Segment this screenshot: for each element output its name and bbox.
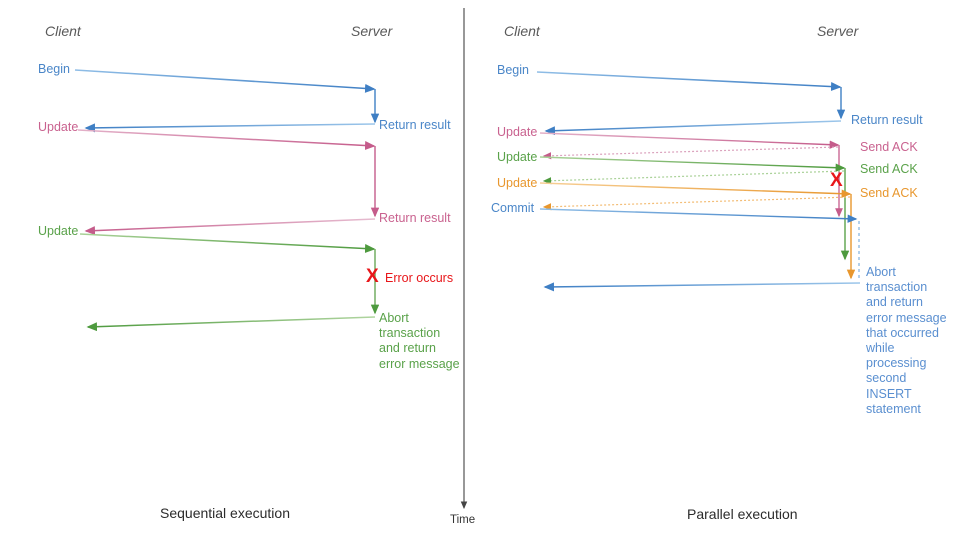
p-arrow-ack2-dotted <box>542 170 845 185</box>
arrow-return-result-pink <box>84 218 376 236</box>
p-arrow-update3-request <box>539 182 852 198</box>
time-axis-label: Time <box>450 514 476 526</box>
sequential-client-label-update-1: Update <box>38 120 79 134</box>
p-arrow-ack1-dotted <box>542 146 839 160</box>
parallel-panel-arrows <box>536 71 861 292</box>
parallel-actor-client: Client <box>504 23 540 39</box>
sequential-server-label-return-result-1: Return result <box>379 118 451 132</box>
parallel-client-label-begin: Begin <box>497 63 529 77</box>
parallel-server-label-send-ack-1: Send ACK <box>860 140 918 154</box>
sequential-client-label-update-2: Update <box>38 224 79 238</box>
p-arrow-update2-request <box>539 156 846 172</box>
parallel-panel-caption: Parallel execution <box>687 506 798 522</box>
sequential-actor-client: Client <box>45 23 81 39</box>
p-arrow-abort-blue <box>543 282 861 292</box>
parallel-client-label-commit: Commit <box>491 201 535 215</box>
sequential-server-label-return-result-2: Return result <box>379 211 451 225</box>
parallel-server-label-send-ack-3: Send ACK <box>860 186 918 200</box>
sequential-error-x-icon: X <box>366 266 379 287</box>
parallel-client-label-update-2: Update <box>497 150 538 164</box>
p-arrow-return-result-blue <box>544 120 842 136</box>
parallel-client-label-update-1: Update <box>497 125 538 139</box>
parallel-actor-server: Server <box>817 23 859 39</box>
arrow-abort-green <box>86 316 376 332</box>
sequential-client-label-begin: Begin <box>38 62 70 76</box>
parallel-error-x-icon: X <box>830 170 843 191</box>
arrow-begin-request <box>74 69 376 93</box>
p-arrow-commit-request <box>539 208 858 223</box>
arrow-return-result-blue <box>84 123 376 133</box>
parallel-client-label-update-3: Update <box>497 176 538 190</box>
arrow-update2-request <box>79 233 376 254</box>
parallel-server-label-send-ack-2: Send ACK <box>860 162 918 176</box>
sequential-actor-server: Server <box>351 23 393 39</box>
sequential-panel-caption: Sequential execution <box>160 505 290 521</box>
arrow-update1-request <box>77 129 376 151</box>
parallel-server-label-return-result: Return result <box>851 113 923 127</box>
sequential-panel-arrows <box>74 69 380 332</box>
p-arrow-update1-request <box>539 132 840 149</box>
p-arrow-ack3-dotted <box>542 196 851 211</box>
sequential-server-label-error-occurs: Error occurs <box>385 271 454 285</box>
p-arrow-begin-request <box>536 71 842 92</box>
